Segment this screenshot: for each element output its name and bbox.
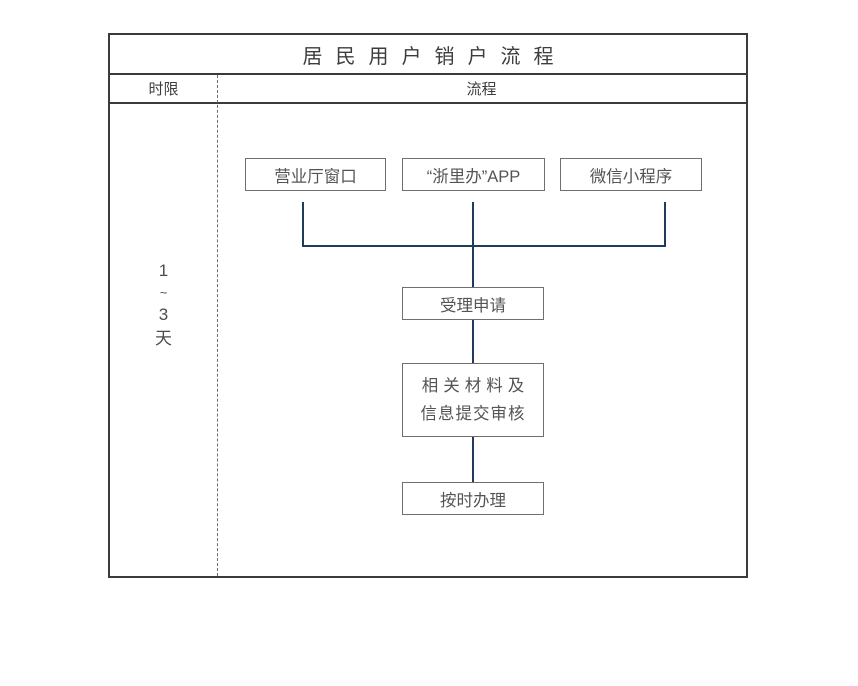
connector-left-vertical: [302, 202, 304, 245]
time-limit-tilde: ~: [159, 285, 168, 300]
step-box-accept-application: 受理申请: [402, 287, 544, 320]
time-limit-line-3: 3: [158, 305, 169, 324]
time-limit-line-1: 1: [158, 261, 169, 280]
step-box-material-review: 相关材料及 信息提交审核: [402, 363, 544, 437]
connector-accept-to-review: [472, 320, 474, 364]
column-divider-dashed-line: [217, 75, 218, 576]
column-header-time-limit: 时限: [148, 81, 179, 98]
flowchart-title: 居民用户销户流程: [110, 35, 746, 75]
channel-box-business-hall: 营业厅窗口: [245, 158, 386, 191]
time-limit-line-day: 天: [155, 329, 172, 348]
time-limit-value: 1 ~ 3 天: [110, 259, 217, 351]
header-row: 时限 流程: [110, 75, 746, 104]
channel-box-zheliban-app: “浙里办”APP: [402, 158, 545, 191]
column-header-process: 流程: [466, 81, 497, 98]
step-box-material-review-line2: 信息提交审核: [420, 405, 526, 423]
step-box-process-on-time: 按时办理: [402, 482, 544, 515]
connector-merge-horizontal: [302, 245, 666, 247]
connector-center-vertical: [472, 202, 474, 287]
connector-right-vertical: [664, 202, 666, 247]
connector-review-to-complete: [472, 437, 474, 483]
step-box-material-review-line1: 相关材料及: [421, 377, 530, 395]
channel-box-wechat-miniprogram: 微信小程序: [560, 158, 702, 191]
